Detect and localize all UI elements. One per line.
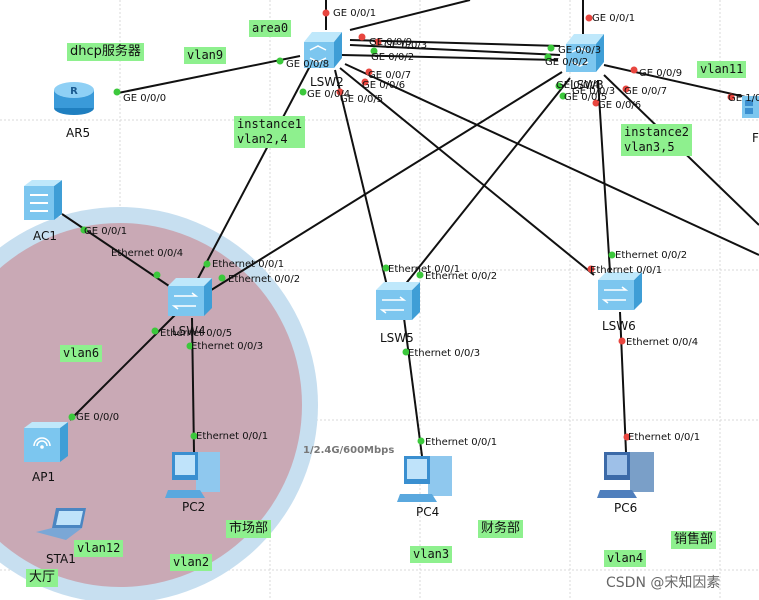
access-point-icon[interactable] <box>24 422 68 462</box>
device-name-ar5: AR5 <box>66 126 90 140</box>
pc-icon[interactable] <box>597 452 654 498</box>
watermark: CSDN @宋知因素 <box>606 575 721 591</box>
port-label: GE 0/0/4 <box>556 80 599 91</box>
port-label: Ethernet 0/0/1 <box>628 432 700 443</box>
wlan-coverage-inner <box>0 223 302 587</box>
device-name-lsw4: LSW4 <box>172 324 206 338</box>
device-name-lsw2: LSW2 <box>310 75 344 89</box>
access-switch-icon[interactable] <box>168 278 212 316</box>
label-finance-dept: 财务部 <box>478 520 524 538</box>
label-instance1: instance1 vlan2,4 <box>234 116 306 148</box>
label-vlan12: vlan12 <box>74 540 124 557</box>
label-dhcp-server: dhcp服务器 <box>67 43 144 61</box>
port-label: Ethernet 0/0/2 <box>615 250 687 261</box>
label-vlan11: vlan11 <box>697 61 747 78</box>
label-sales-dept: 销售部 <box>671 531 717 549</box>
device-name-lsw6: LSW6 <box>602 319 636 333</box>
access-switch-icon[interactable] <box>376 282 420 320</box>
port-label: Ethernet 0/0/1 <box>425 437 497 448</box>
label-market-dept: 市场部 <box>226 520 272 538</box>
label-hall: 大厅 <box>26 569 59 587</box>
label-wlan-band: 1/2.4G/600Mbps <box>303 445 395 456</box>
pc-icon[interactable] <box>165 452 220 498</box>
device-name-sta1: STA1 <box>46 552 76 566</box>
device-name-lsw3: LSW3 <box>570 78 604 92</box>
port-label: GE 0/0/4 <box>307 89 350 100</box>
port-label: GE 0/0/9 <box>369 37 412 48</box>
label-vlan6: vlan6 <box>60 345 103 362</box>
port-label: GE 1/0/ <box>728 93 759 104</box>
port-label: GE 0/0/8 <box>286 59 329 70</box>
firewall-icon[interactable] <box>742 96 759 118</box>
port-label: Ethernet 0/0/5 <box>160 328 232 339</box>
port-label: GE 0/0/3 <box>384 40 427 51</box>
label-instance2: instance2 vlan3,5 <box>621 124 693 156</box>
device-name-lsw5: LSW5 <box>380 331 414 345</box>
label-vlan2: vlan2 <box>170 554 213 571</box>
core-switch-icon[interactable] <box>566 34 604 72</box>
svg-text:R: R <box>70 86 78 97</box>
device-name-pc2: PC2 <box>182 500 205 514</box>
port-label: GE 0/0/1 <box>333 8 376 19</box>
port-dots <box>68 9 735 445</box>
port-label: GE 0/0/3 <box>572 86 615 97</box>
port-label: GE 0/0/6 <box>362 80 405 91</box>
device-name-ac1: AC1 <box>33 229 57 243</box>
port-label: Ethernet 0/0/1 <box>212 259 284 270</box>
port-label: Ethernet 0/0/3 <box>408 348 480 359</box>
device-name-pc6: PC6 <box>614 501 637 515</box>
port-label: Ethernet 0/0/1 <box>590 265 662 276</box>
access-switch-icon[interactable] <box>598 272 642 310</box>
port-label: Ethernet 0/0/1 <box>196 431 268 442</box>
port-label: GE 0/0/0 <box>76 412 119 423</box>
device-name-ap1: AP1 <box>32 470 55 484</box>
port-label: GE 0/0/2 <box>371 52 414 63</box>
port-label: GE 0/0/7 <box>624 86 667 97</box>
core-switch-icon[interactable] <box>304 32 342 68</box>
label-area0: area0 <box>249 20 292 37</box>
port-label: GE 0/0/2 <box>545 57 588 68</box>
pc-icon[interactable] <box>397 456 452 502</box>
port-label: GE 0/0/7 <box>368 70 411 81</box>
port-label: GE 0/0/3 <box>558 45 601 56</box>
port-label: Ethernet 0/0/2 <box>425 271 497 282</box>
port-label: GE 0/0/6 <box>598 100 641 111</box>
router-icon[interactable]: R <box>54 82 94 115</box>
label-vlan9: vlan9 <box>184 47 227 64</box>
port-label: GE 0/0/1 <box>592 13 635 24</box>
device-name-pc4: PC4 <box>416 505 439 519</box>
port-label: Ethernet 0/0/2 <box>228 274 300 285</box>
links <box>61 0 759 457</box>
label-vlan3: vlan3 <box>410 546 453 563</box>
port-label: GE 0/0/1 <box>84 226 127 237</box>
port-label: GE 0/0/5 <box>564 92 607 103</box>
port-label: Ethernet 0/0/4 <box>626 337 698 348</box>
laptop-icon[interactable] <box>36 508 86 540</box>
port-label: GE 0/0/9 <box>639 68 682 79</box>
port-label: Ethernet 0/0/4 <box>111 248 183 259</box>
access-controller-icon[interactable] <box>24 180 62 220</box>
label-vlan4: vlan4 <box>604 550 647 567</box>
port-label: Ethernet 0/0/1 <box>388 264 460 275</box>
device-name-fw: F <box>752 131 759 145</box>
port-label: Ethernet 0/0/3 <box>191 341 263 352</box>
port-label: GE 0/0/5 <box>340 94 383 105</box>
port-label: GE 0/0/0 <box>123 93 166 104</box>
